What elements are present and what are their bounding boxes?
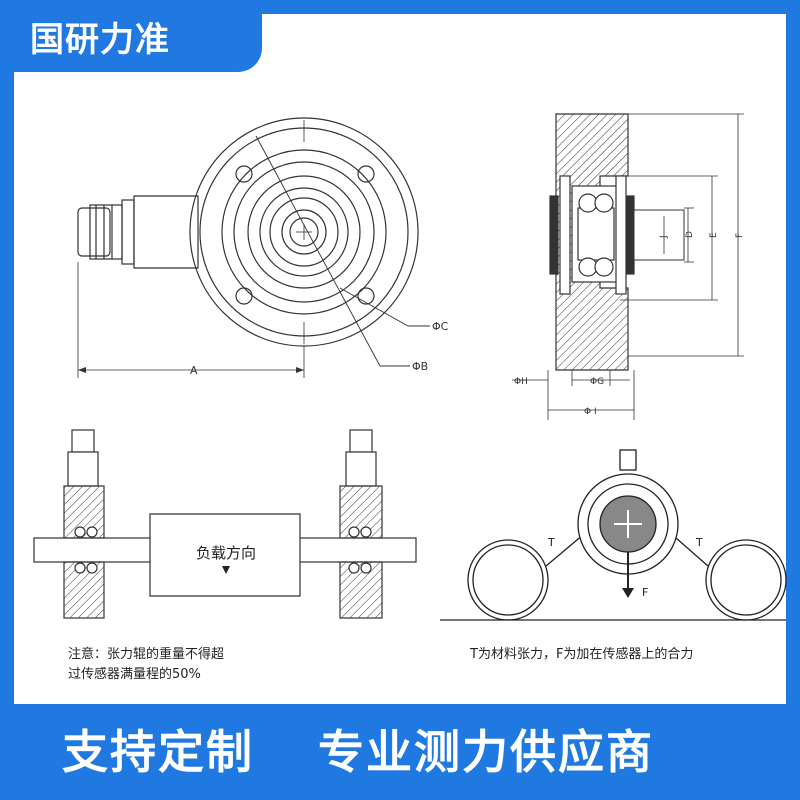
dim-a-label: A [190, 364, 198, 377]
dim-b-label: ΦB [412, 360, 428, 373]
dim-i-label: Φ I [584, 407, 597, 417]
force-f-label: F [642, 586, 648, 599]
slogan-supplier: 专业测力供应商 [318, 725, 654, 779]
bolt-hole [235, 165, 253, 183]
slogan-customize: 支持定制 [62, 725, 254, 779]
brand-tab [0, 0, 262, 72]
dim-g-label: ΦG [590, 377, 604, 387]
dim-d-label: D [685, 231, 695, 238]
dim-h-label: ΦH [514, 377, 528, 387]
force-arrow [622, 588, 634, 598]
dim-j-label: J [659, 235, 669, 239]
roller-assembly [33, 429, 417, 619]
bolt-hole [357, 165, 375, 183]
brand-name: 国研力准 [30, 20, 170, 60]
bolt-hole [235, 287, 253, 305]
weight-note-line1: 注意：张力辊的重量不得超 [68, 647, 225, 662]
tension-note: T为材料张力，F为加在传感器上的合力 [470, 647, 694, 662]
dim-f-label: F [735, 233, 745, 238]
load-direction-arrow [222, 566, 230, 574]
tension-t-right: T [695, 536, 703, 549]
cable-gland-cap [77, 207, 111, 257]
cable-gland-nut [89, 204, 123, 260]
sensor-neck [133, 195, 199, 269]
gland-collar [121, 199, 135, 265]
dim-e-label: E [709, 232, 719, 238]
load-direction-label: 负载方向 [196, 544, 256, 562]
footer-slogan: 支持定制 专业测力供应商 [0, 716, 800, 786]
tension-t-left: T [547, 536, 555, 549]
diagram-panel [14, 14, 786, 704]
dim-c-label: ΦC [432, 320, 449, 333]
tension-diagram [440, 449, 787, 621]
side-section-view [512, 113, 744, 420]
bolt-hole [357, 287, 375, 305]
front-view [77, 117, 430, 378]
weight-note-line2: 过传感器满量程的50% [68, 667, 201, 682]
